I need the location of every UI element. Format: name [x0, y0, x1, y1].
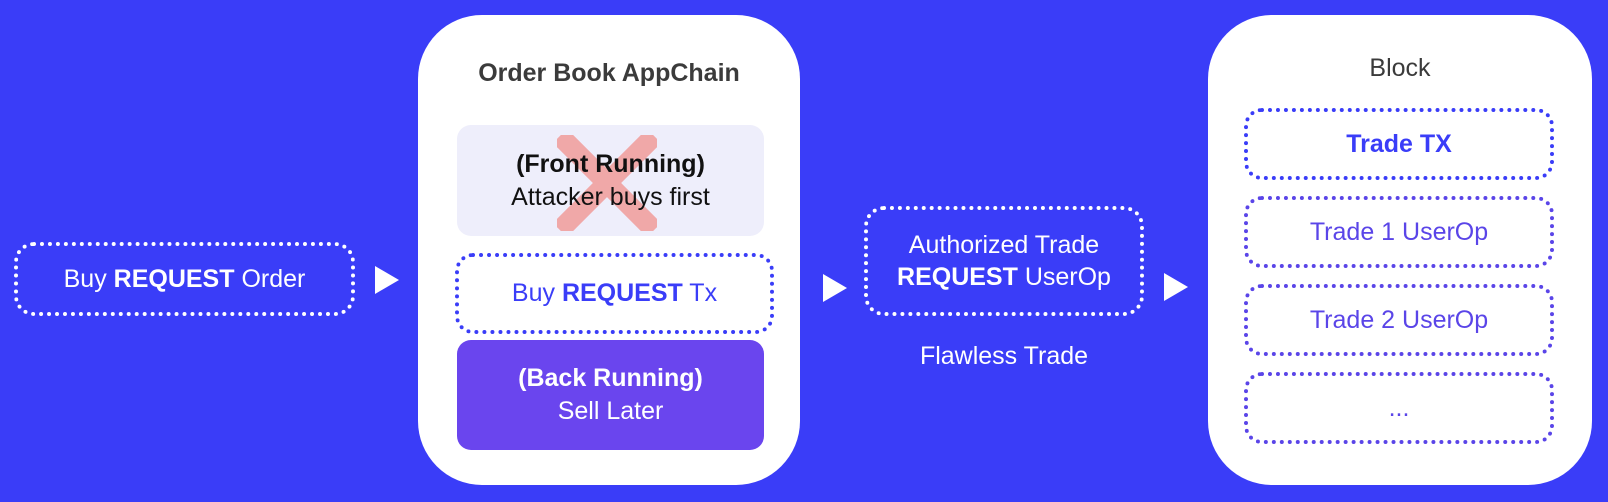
- back-running-box: (Back Running) Sell Later: [457, 340, 764, 450]
- flawless-trade-caption: Flawless Trade: [919, 342, 1089, 370]
- appchain-title: Order Book AppChain: [478, 59, 740, 87]
- back-running-desc: Sell Later: [557, 397, 664, 425]
- authorized-userop-box: Authorized Trade REQUEST UserOp: [864, 206, 1144, 316]
- cross-icon: [557, 135, 657, 231]
- front-running-title: (Front Running): [516, 149, 705, 178]
- arrow-right-icon: [375, 266, 399, 294]
- block-panel: Block Trade TX Trade 1 UserOp Trade 2 Us…: [1208, 15, 1592, 485]
- buy-request-tx-box: Buy REQUEST Tx: [455, 253, 774, 334]
- front-running-text: (Front Running) Attacker buys first: [511, 148, 710, 214]
- appchain-panel: Order Book AppChain (Front Running) Atta…: [418, 15, 800, 485]
- front-running-box: (Front Running) Attacker buys first: [457, 125, 764, 236]
- block-item-trade-tx: Trade TX: [1244, 108, 1554, 180]
- buy-request-tx-label: Buy REQUEST Tx: [511, 279, 718, 307]
- front-running-desc: Attacker buys first: [511, 182, 710, 211]
- block-item-trade-2-userop: Trade 2 UserOp: [1244, 284, 1554, 356]
- authorized-userop-line2: REQUEST UserOp: [897, 263, 1111, 291]
- arrow-right-icon: [1164, 273, 1188, 301]
- arrow-right-icon: [823, 274, 847, 302]
- authorized-userop-line1: Authorized Trade: [908, 231, 1100, 259]
- block-title: Block: [1369, 54, 1431, 82]
- block-item-trade-1-userop: Trade 1 UserOp: [1244, 196, 1554, 268]
- buy-request-order-box: Buy REQUEST Order: [14, 242, 355, 316]
- back-running-title: (Back Running): [518, 364, 703, 392]
- block-item-ellipsis: ...: [1244, 372, 1554, 444]
- buy-request-order-label: Buy REQUEST Order: [63, 265, 306, 293]
